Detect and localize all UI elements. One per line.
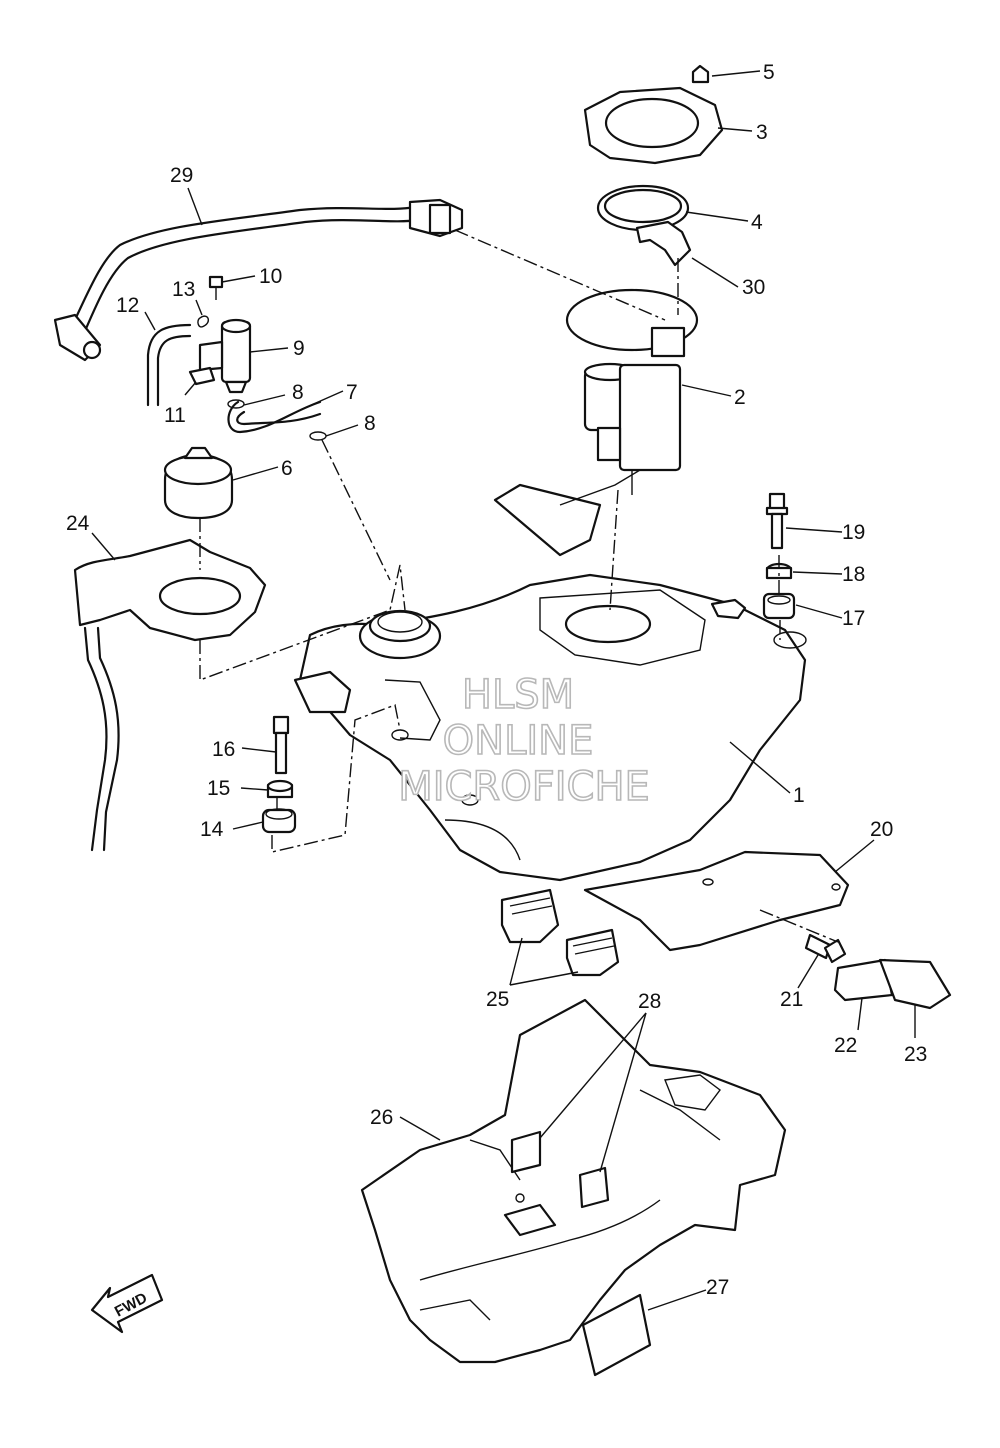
leader-lines	[91, 70, 916, 1311]
part-6-fuel-cap	[163, 446, 234, 520]
callout-labels: 1 2 3 4 5 6 7 8 8 9 10 11 12 13 14 15 16…	[66, 61, 927, 1299]
callout-24: 24	[66, 512, 90, 535]
part-20-heat-shield	[583, 850, 850, 952]
part-21-bolt	[804, 933, 847, 964]
callout-23: 23	[904, 1043, 927, 1066]
part-15-collar	[266, 779, 294, 799]
part-11-bracket	[188, 366, 216, 386]
part-3-flange	[583, 86, 724, 165]
part-25-damper-a	[500, 888, 560, 944]
part-16-bolt	[272, 715, 290, 775]
part-9-solenoid-valve	[198, 318, 252, 394]
callout-8-lower: 8	[364, 412, 376, 435]
part-17-damper	[762, 592, 796, 620]
part-19-bolt	[765, 492, 789, 550]
callout-9: 9	[293, 337, 305, 360]
fwd-arrow-icon: FWD	[90, 1273, 164, 1334]
callout-2: 2	[734, 386, 746, 409]
callout-27: 27	[706, 1276, 729, 1299]
part-28-pad-b	[578, 1166, 610, 1209]
part-27-label-plate	[581, 1293, 652, 1377]
callout-16: 16	[212, 738, 235, 761]
callout-10: 10	[259, 265, 282, 288]
callout-21: 21	[780, 988, 803, 1011]
callout-14: 14	[200, 818, 224, 841]
callout-11: 11	[164, 404, 186, 427]
callout-17: 17	[842, 607, 865, 630]
part-25-damper-b	[565, 928, 620, 977]
callout-22: 22	[834, 1034, 857, 1057]
part-14-damper	[261, 808, 297, 834]
watermark-line-1: HLSM	[462, 672, 574, 718]
assembly-lines	[199, 229, 839, 943]
watermark-line-2: ONLINE	[443, 718, 594, 764]
callout-8-upper: 8	[292, 381, 304, 404]
callout-5: 5	[763, 61, 775, 84]
part-4-gasket	[596, 184, 690, 232]
part-30-clamp	[635, 220, 692, 267]
part-22-plate	[833, 958, 894, 1002]
callout-20: 20	[870, 818, 893, 841]
part-1-fuel-tank	[293, 573, 807, 882]
part-12-hose	[146, 323, 192, 407]
part-23-plate	[878, 958, 952, 1010]
callout-13: 13	[172, 278, 195, 301]
part-26-under-cover	[360, 998, 787, 1364]
callout-12: 12	[116, 294, 139, 317]
callout-30: 30	[742, 276, 765, 299]
callout-29: 29	[170, 164, 193, 187]
callout-7: 7	[346, 381, 358, 404]
watermark: HLSM ONLINE MICROFICHE	[397, 671, 650, 811]
part-5-nut	[691, 64, 710, 84]
callout-19: 19	[842, 521, 865, 544]
callout-18: 18	[842, 563, 865, 586]
part-7-hose	[227, 400, 322, 434]
part-8-clip-lower	[309, 431, 327, 441]
callout-25: 25	[486, 988, 509, 1011]
part-24-filler-tray	[73, 538, 267, 852]
callout-6: 6	[281, 457, 293, 480]
part-29-hose	[53, 198, 464, 362]
part-28-pad-a	[510, 1130, 542, 1174]
part-8-clip-upper	[227, 399, 245, 409]
part-10-bolt	[208, 275, 224, 300]
part-2-fuel-pump	[493, 288, 699, 557]
callout-3: 3	[756, 121, 768, 144]
watermark-line-3: MICROFICHE	[398, 764, 650, 810]
callout-1: 1	[793, 784, 805, 807]
part-13-clip	[197, 315, 210, 328]
callout-4: 4	[751, 211, 763, 234]
callout-15: 15	[207, 777, 230, 800]
callout-26: 26	[370, 1106, 393, 1129]
callout-28: 28	[638, 990, 661, 1013]
